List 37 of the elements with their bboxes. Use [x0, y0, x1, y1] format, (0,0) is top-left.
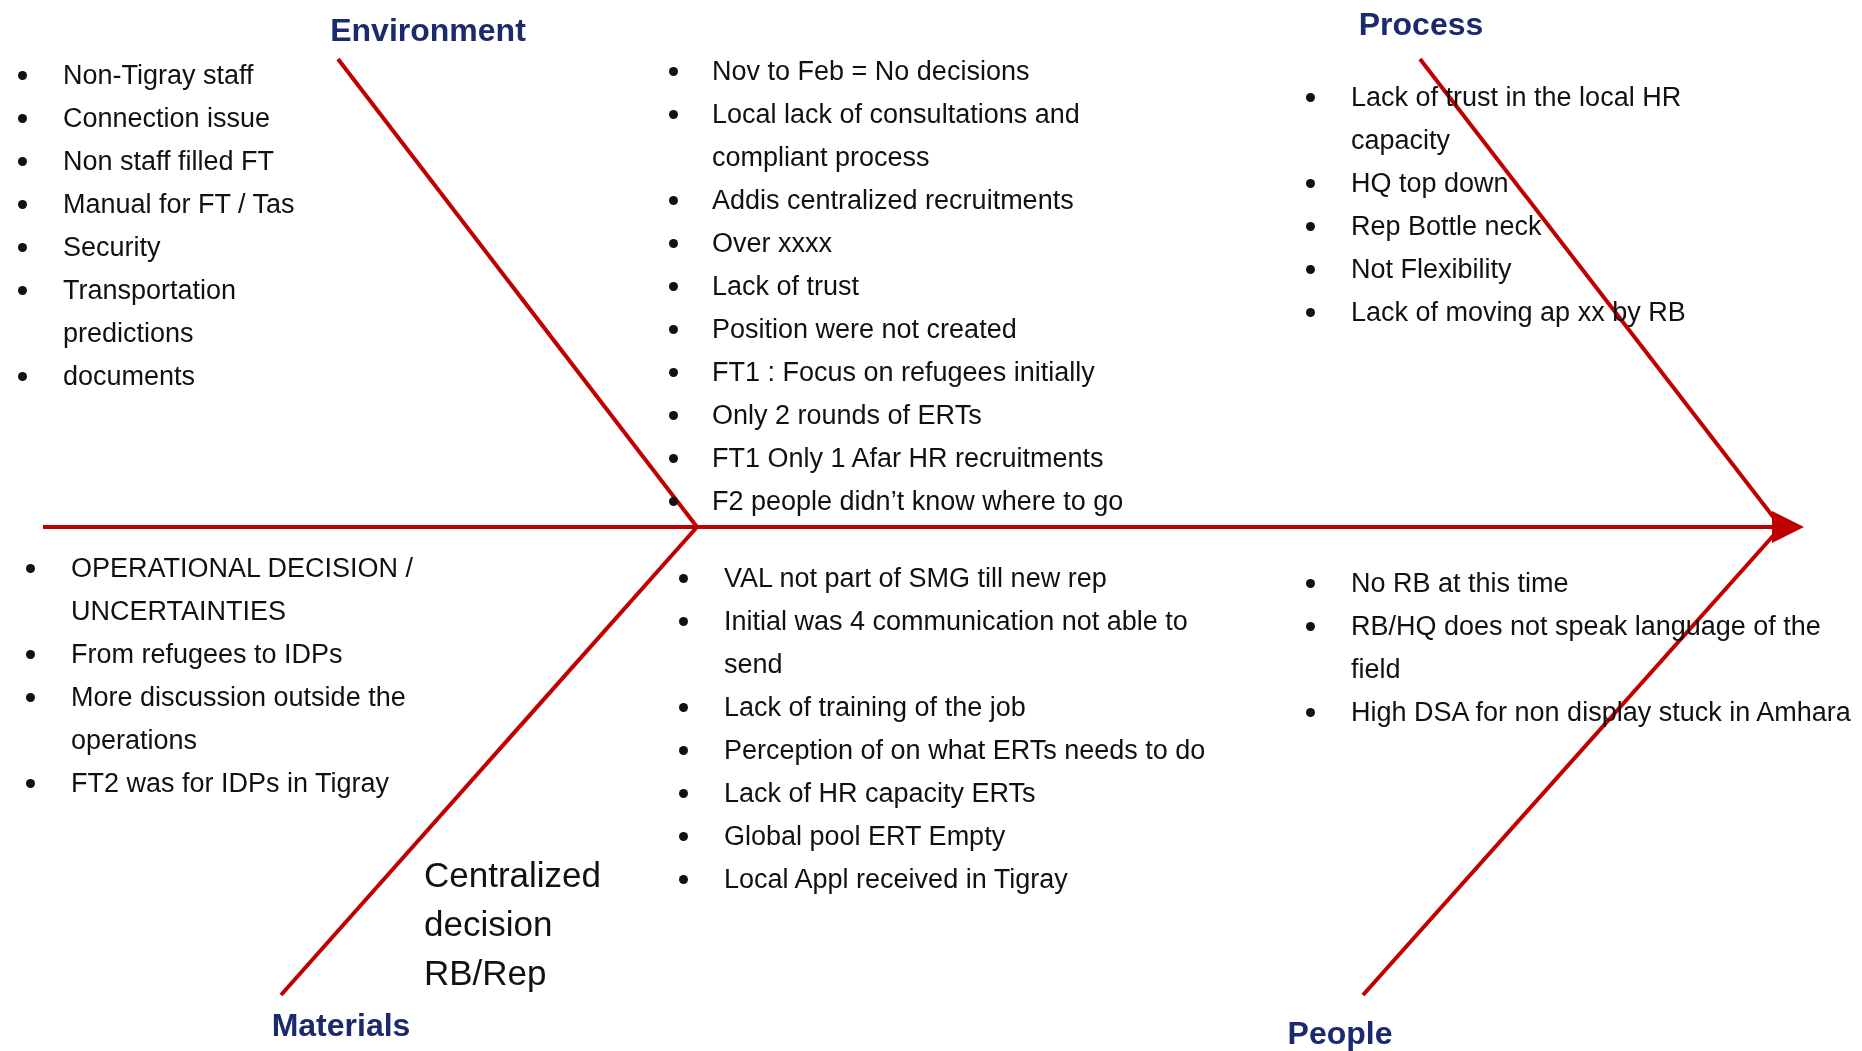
cause-item: Initial was 4 communication not able to send	[724, 605, 1189, 681]
cause-item: Perception of on what ERTs needs to do	[724, 734, 1206, 767]
cause-item: Lack of moving ap xx by RB	[1351, 296, 1686, 329]
cause-item: Not Flexibility	[1351, 253, 1512, 286]
cause-item: documents	[63, 360, 196, 393]
cause-item: FT1 : Focus on refugees initially	[712, 356, 1095, 389]
cause-item: Position were not created	[712, 313, 1017, 346]
cause-item: FT2 was for IDPs in Tigray	[71, 767, 390, 800]
cause-item: F2 people didn’t know where to go	[712, 485, 1124, 518]
cause-item: Local Appl received in Tigray	[724, 863, 1068, 896]
cause-item: HQ top down	[1351, 167, 1509, 200]
cause-item: Over xxxx	[712, 227, 832, 260]
cause-item: Lack of training of the job	[724, 691, 1026, 724]
cause-item: Addis centralized recruitments	[712, 184, 1074, 217]
cause-item: OPERATIONAL DECISION / UNCERTAINTIES	[71, 552, 415, 628]
cause-item: More discussion outside the operations	[71, 681, 407, 757]
cause-item: Security	[63, 231, 161, 264]
cause-item: Non staff filled FT	[63, 145, 275, 178]
cause-item: Rep Bottle neck	[1351, 210, 1542, 243]
cause-item: VAL not part of SMG till new rep	[724, 562, 1107, 595]
cause-item: Manual for FT / Tas	[63, 188, 295, 221]
cause-item: Connection issue	[63, 102, 271, 135]
cause-item: Lack of trust	[712, 270, 860, 303]
cause-item: Local lack of consultations and compliant process	[712, 98, 1081, 174]
cause-item: No RB at this time	[1351, 567, 1569, 600]
cause-item: Global pool ERT Empty	[724, 820, 1006, 853]
cause-item: Only 2 rounds of ERTs	[712, 399, 982, 432]
category-heading: Process	[1358, 5, 1484, 44]
category-heading: People	[1287, 1014, 1393, 1051]
cause-item: Nov to Feb = No decisions	[712, 55, 1030, 88]
category-heading: Materials	[271, 1006, 411, 1045]
cause-note: Centralized decision RB/Rep	[424, 854, 603, 994]
cause-item: From refugees to IDPs	[71, 638, 343, 671]
cause-item: Lack of HR capacity ERTs	[724, 777, 1036, 810]
cause-item: Non-Tigray staff	[63, 59, 254, 92]
cause-item: FT1 Only 1 Afar HR recruitments	[712, 442, 1104, 475]
category-heading: Environment	[330, 11, 526, 50]
